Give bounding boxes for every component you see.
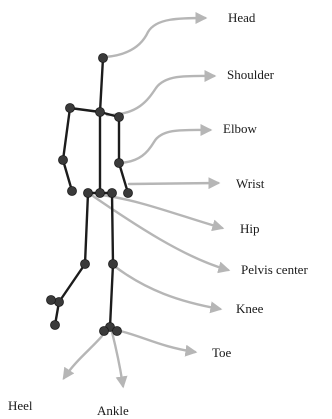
label-wrist: Wrist xyxy=(236,177,264,190)
joint-hip-right xyxy=(108,189,117,198)
arrow-knee xyxy=(113,265,220,309)
arrow-heel xyxy=(64,336,102,378)
joint-elbow-left xyxy=(59,156,68,165)
arrow-toe xyxy=(116,330,195,352)
label-elbow: Elbow xyxy=(223,122,257,135)
label-shoulder: Shoulder xyxy=(227,68,274,81)
arrow-ankle xyxy=(112,332,123,386)
joint-pelvis-center xyxy=(96,189,105,198)
joint-elbow-right xyxy=(115,159,124,168)
joint-wrist-left xyxy=(68,187,77,196)
joint-shoulder-right xyxy=(115,113,124,122)
arrow-head xyxy=(105,18,205,57)
joint-toe-left xyxy=(51,321,60,330)
joint-heel-left xyxy=(47,296,56,305)
label-ankle: Ankle xyxy=(97,404,129,417)
arrow-hip xyxy=(101,195,222,228)
arrow-elbow xyxy=(119,130,210,163)
joint-ankle-left xyxy=(55,298,64,307)
label-head: Head xyxy=(228,11,255,24)
joint-head xyxy=(99,54,108,63)
label-knee: Knee xyxy=(236,302,263,315)
label-heel: Heel xyxy=(8,399,33,412)
joint-wrist-right xyxy=(124,189,133,198)
joint-toe-right xyxy=(113,327,122,336)
joint-heel-right xyxy=(100,327,109,336)
label-toe: Toe xyxy=(212,346,231,359)
arrow-shoulder xyxy=(107,76,214,115)
joint-shoulder-center xyxy=(96,108,105,117)
label-hip: Hip xyxy=(240,222,260,235)
label-pelvis-center: Pelvis center xyxy=(241,263,308,276)
arrow-pelvis-center xyxy=(90,194,228,270)
joint-shoulder-left xyxy=(66,104,75,113)
joint-knee-left xyxy=(81,260,90,269)
joints xyxy=(47,54,133,336)
joint-hip-left xyxy=(84,189,93,198)
joint-knee-right xyxy=(109,260,118,269)
arrow-wrist xyxy=(129,183,218,184)
